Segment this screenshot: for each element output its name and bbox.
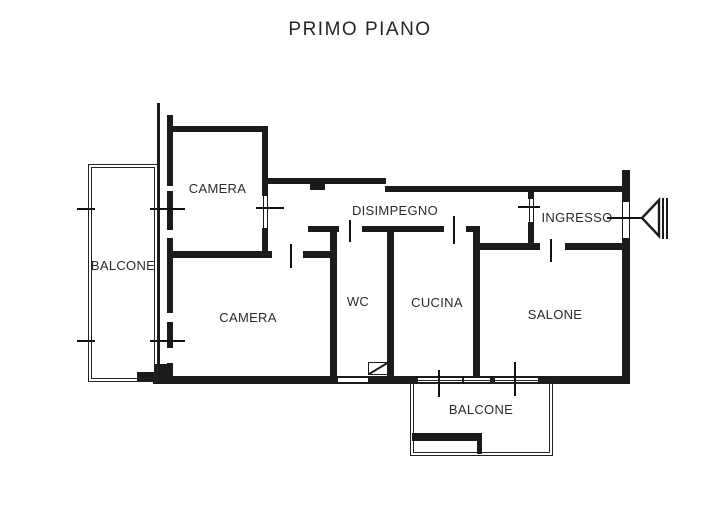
tick-door-ingresso — [518, 206, 540, 208]
tick-door-camera-top — [256, 207, 284, 209]
tick-balcone-window-upper — [150, 208, 185, 210]
wall-right-lower — [622, 237, 630, 382]
room-label-camera-top: CAMERA — [188, 181, 247, 196]
entrance-opening — [622, 202, 630, 238]
room-label-camera-main: CAMERA — [219, 310, 277, 325]
tick-balcony-door-salone — [514, 362, 516, 396]
wall-salone-top-a — [480, 243, 540, 250]
entrance-door-axis-line — [607, 217, 642, 219]
room-label-wc: WC — [346, 294, 370, 309]
wall-bottom-corner-step — [155, 364, 169, 374]
wall-camera-top-top — [167, 126, 268, 132]
tick-door-cucina — [453, 216, 455, 244]
window-bottom-wc — [338, 377, 368, 383]
entrance-door-icon — [640, 196, 668, 240]
wall-left-inner-seg — [167, 191, 173, 230]
tick-door-wc — [349, 220, 351, 242]
wall-ingresso-left-b — [528, 222, 534, 250]
door-jamb-camera-top — [263, 196, 268, 228]
room-label-disimpegno: DISIMPEGNO — [351, 203, 439, 218]
wall-wc-top-b — [362, 226, 393, 232]
room-label-salone: SALONE — [527, 307, 583, 322]
wall-cucina-salone — [473, 226, 480, 376]
wall-left-outer-line — [157, 103, 160, 383]
tick-door-camera-main — [290, 244, 292, 268]
wall-camera-top-right-b — [262, 228, 268, 258]
wall-wc-top-a — [308, 226, 339, 232]
wall-top-notch — [310, 184, 325, 190]
wall-left-inner-seg — [167, 363, 173, 377]
wc-fixture-icon — [368, 361, 389, 375]
wall-top-right-section — [385, 186, 630, 192]
room-label-cucina: CUCINA — [411, 295, 463, 310]
balcone-left-parapet — [88, 164, 158, 382]
wall-left-inner-seg — [167, 238, 173, 313]
page-title: PRIMO PIANO — [288, 19, 432, 40]
tick-balcone-window-lower — [150, 340, 185, 342]
balcone-bottom-band — [412, 433, 482, 441]
wall-bottom-corner-block — [137, 372, 170, 382]
wall-left-inner-seg — [167, 115, 173, 186]
wall-ingresso-left-a — [528, 189, 534, 199]
wall-bottom — [153, 376, 630, 384]
wall-camera-top-right-a — [262, 126, 268, 196]
tick-balcone-parapet-upper — [77, 208, 95, 210]
wall-camera-main-top — [167, 251, 272, 258]
room-label-balcone-left: BALCONE — [90, 258, 156, 273]
wall-left-inner-seg — [167, 322, 173, 348]
door-jamb-ingresso — [529, 199, 534, 222]
tick-door-salone — [550, 239, 552, 262]
room-label-ingresso: INGRESSO — [541, 210, 613, 225]
wall-top-left-section — [266, 178, 386, 184]
wall-camera-main-top-seg — [303, 251, 331, 258]
balcone-bottom-step — [477, 441, 482, 454]
wall-salone-top-b — [565, 243, 623, 250]
tick-balcone-parapet-lower — [77, 340, 95, 342]
wall-wc-left — [330, 230, 337, 376]
wall-right-upper — [622, 170, 630, 203]
room-label-balcone-bottom: BALCONE — [448, 402, 514, 417]
wall-cucina-top-a — [394, 226, 444, 232]
wall-wc-cucina — [387, 226, 394, 376]
